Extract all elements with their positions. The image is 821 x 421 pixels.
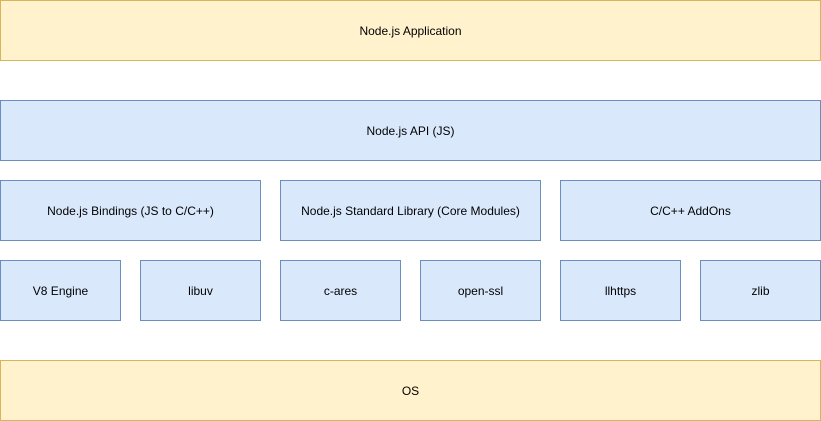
v8-engine-box: V8 Engine bbox=[0, 260, 121, 321]
libuv-label: libuv bbox=[188, 283, 213, 298]
v8-engine-label: V8 Engine bbox=[32, 283, 89, 298]
os-label: OS bbox=[401, 383, 420, 398]
libuv-box: libuv bbox=[140, 260, 261, 321]
cpp-addons-box: C/C++ AddOns bbox=[560, 180, 821, 241]
c-ares-box: c-ares bbox=[280, 260, 401, 321]
llhttps-box: llhttps bbox=[560, 260, 681, 321]
os-box: OS bbox=[0, 360, 821, 421]
nodejs-bindings-label: Node.js Bindings (JS to C/C++) bbox=[47, 203, 214, 218]
nodejs-standard-library-box: Node.js Standard Library (Core Modules) bbox=[280, 180, 541, 241]
nodejs-api-box: Node.js API (JS) bbox=[0, 100, 821, 161]
llhttps-label: llhttps bbox=[604, 283, 637, 298]
zlib-box: zlib bbox=[700, 260, 821, 321]
nodejs-application-box: Node.js Application bbox=[0, 0, 821, 61]
nodejs-bindings-box: Node.js Bindings (JS to C/C++) bbox=[0, 180, 261, 241]
open-ssl-label: open-ssl bbox=[457, 283, 504, 298]
nodejs-application-label: Node.js Application bbox=[359, 23, 462, 38]
open-ssl-box: open-ssl bbox=[420, 260, 541, 321]
nodejs-api-label: Node.js API (JS) bbox=[366, 123, 455, 138]
cpp-addons-label: C/C++ AddOns bbox=[650, 203, 731, 218]
c-ares-label: c-ares bbox=[323, 283, 358, 298]
zlib-label: zlib bbox=[751, 283, 770, 298]
nodejs-standard-library-label: Node.js Standard Library (Core Modules) bbox=[301, 203, 520, 218]
